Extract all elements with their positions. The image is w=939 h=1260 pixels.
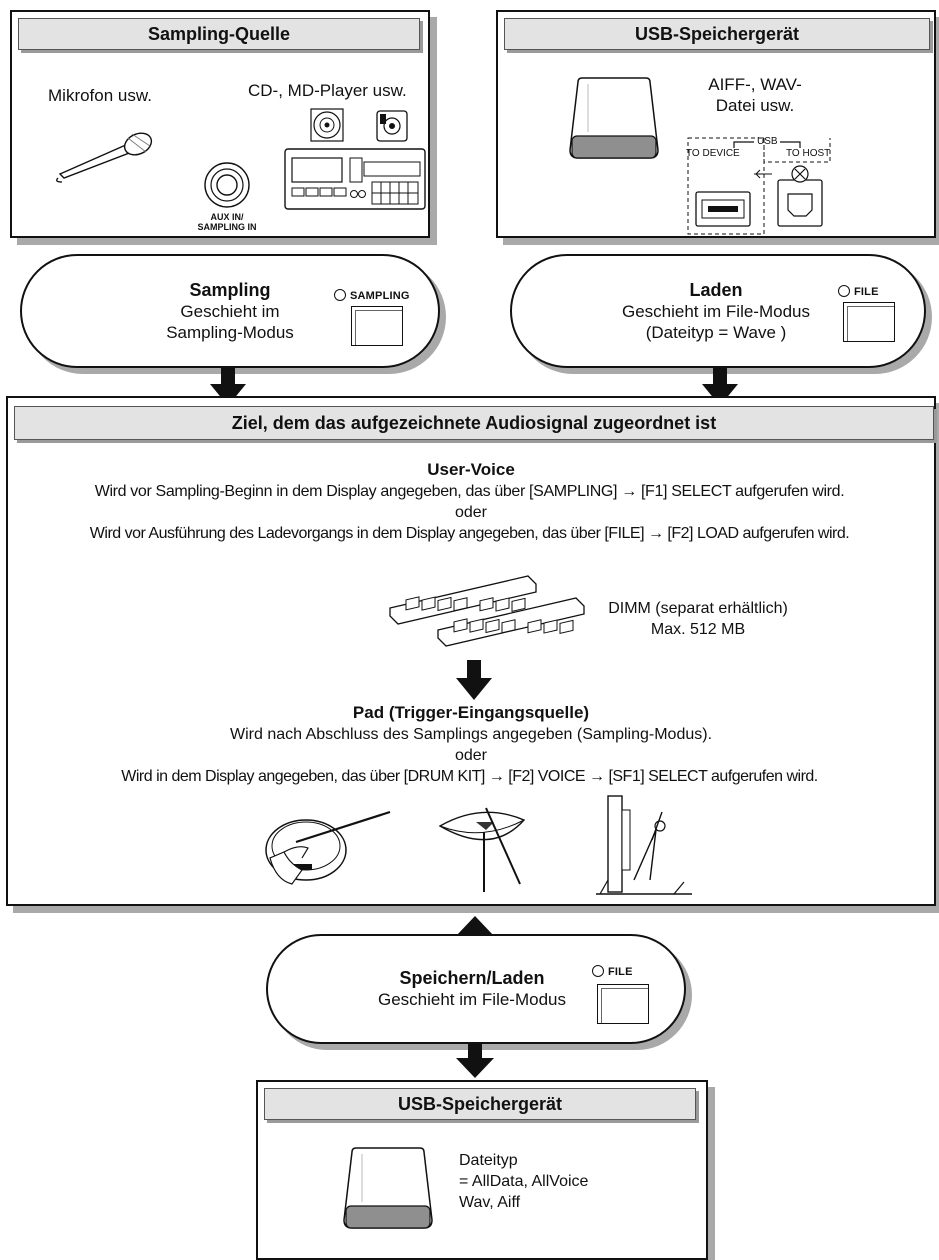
to-device-label: TO DEVICE	[686, 148, 740, 159]
bottom-file-type-label: Dateityp = AllData, AllVoice Wav, Aiff	[459, 1150, 588, 1213]
user-voice-line2: Wird vor Ausführung des Ladevorgangs in …	[89, 525, 850, 542]
pad-line2: Wird in dem Display angegeben, das über …	[121, 768, 818, 785]
cd-player-device-icon	[284, 148, 426, 210]
arrow-bidirectional-icon	[456, 916, 494, 936]
save-load-step-title: Speichern/Laden	[399, 968, 545, 988]
to-host-label: TO HOST	[786, 148, 831, 159]
save-load-step-text: Speichern/Laden Geschieht im File-Modus	[352, 968, 592, 1010]
save-load-step-line1: Geschieht im File-Modus	[377, 990, 566, 1009]
sampling-source-title: Sampling-Quelle	[147, 24, 291, 44]
usb-drive-icon	[569, 77, 659, 159]
usb-label: USB	[757, 136, 778, 147]
user-voice-line1: Wird vor Sampling-Beginn in dem Display …	[94, 483, 845, 500]
bottom-line2: = AllData, AllVoice	[459, 1173, 589, 1190]
bottom-line3: Wav, Aiff	[459, 1194, 521, 1211]
sampling-led-icon	[334, 289, 346, 301]
usb-storage-destination-title: USB-Speichergerät	[397, 1094, 563, 1114]
file-led-icon-bottom	[592, 965, 604, 977]
load-step-line1: Geschieht im File-Modus	[621, 302, 810, 321]
player-label: CD-, MD-Player usw.	[248, 81, 407, 100]
pad-line1: Wird nach Abschluss des Samplings angege…	[229, 726, 713, 743]
sampling-step-line2: Sampling-Modus	[166, 323, 294, 342]
sampling-button-text: SAMPLING	[350, 290, 410, 302]
arrow-down-right-icon	[702, 368, 738, 406]
dimm-memory-icon	[389, 575, 585, 647]
usb-storage-destination-header: USB-Speichergerät	[264, 1088, 696, 1120]
sampling-step-text: Sampling Geschieht im Sampling-Modus	[150, 280, 310, 343]
user-voice-title: User-Voice	[427, 460, 515, 479]
usb-ports-diagram	[687, 137, 831, 235]
dimm-label: DIMM (separat erhältlich) Max. 512 MB	[598, 598, 798, 640]
file-type-label: AIFF-, WAV- Datei usw.	[680, 74, 830, 116]
load-step-line2: (Dateityp = Wave )	[645, 323, 787, 342]
sampling-step-title: Sampling	[189, 280, 271, 300]
file-led-icon	[838, 285, 850, 297]
aux-in-jack-icon	[204, 162, 250, 208]
load-step-title: Laden	[689, 280, 743, 300]
file-button-label-top: FILE	[838, 285, 879, 298]
minidisc-icon	[376, 110, 408, 142]
dimm-line1: DIMM (separat erhältlich)	[608, 600, 788, 617]
file-button-bottom[interactable]	[597, 984, 649, 1024]
file-button-label-bottom: FILE	[592, 965, 633, 978]
usb-storage-source-header: USB-Speichergerät	[504, 18, 930, 50]
load-step-text: Laden Geschieht im File-Modus (Dateityp …	[596, 280, 836, 343]
cd-disc-icon	[310, 108, 344, 142]
file-type-line1: AIFF-, WAV-	[708, 75, 802, 94]
pad-title: Pad (Trigger-Eingangsquelle)	[352, 703, 590, 722]
sampling-step-line1: Geschieht im	[180, 302, 280, 321]
dimm-line2: Max. 512 MB	[650, 621, 746, 638]
drum-pad-icon	[265, 810, 391, 885]
sampling-button-label: SAMPLING	[334, 289, 410, 302]
usb-storage-source-title: USB-Speichergerät	[634, 24, 800, 44]
pad-line2-repeat-cover	[8, 788, 932, 790]
sampling-button[interactable]	[351, 306, 403, 346]
file-button-top[interactable]	[843, 302, 895, 342]
aux-in-label-line1: AUX IN/	[210, 212, 244, 222]
user-voice-or: oder	[454, 504, 488, 521]
destination-title: Ziel, dem das aufgezeichnete Audiosignal…	[231, 413, 717, 433]
aux-in-label-line2: SAMPLING IN	[197, 222, 257, 232]
pad-or: oder	[454, 747, 488, 764]
destination-panel-lower	[6, 788, 936, 906]
destination-header: Ziel, dem das aufgezeichnete Audiosignal…	[14, 406, 934, 440]
usb-drive-bottom-icon	[343, 1147, 433, 1229]
file-type-line2: Datei usw.	[715, 96, 795, 115]
sampling-source-header: Sampling-Quelle	[18, 18, 420, 50]
arrow-down-middle-icon	[456, 660, 492, 700]
kick-trigger-icon	[596, 795, 692, 895]
microphone-icon	[56, 132, 153, 183]
arrow-down-left-icon	[210, 368, 246, 406]
bottom-line1: Dateityp	[459, 1152, 518, 1169]
arrow-down-bottom-icon	[456, 1044, 494, 1078]
mic-label: Mikrofon usw.	[48, 86, 152, 105]
aux-in-label: AUX IN/ SAMPLING IN	[162, 212, 292, 232]
file-button-text-top: FILE	[854, 286, 879, 298]
cymbal-pad-icon	[438, 807, 526, 892]
file-button-text-bottom: FILE	[608, 966, 633, 978]
